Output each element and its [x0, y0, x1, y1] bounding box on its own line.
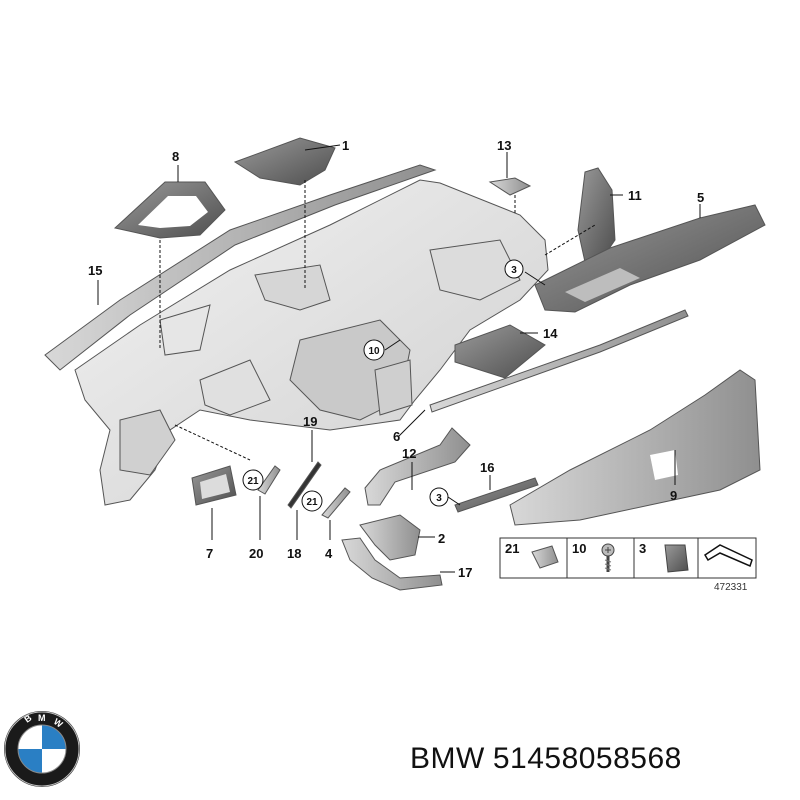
callout-6: 6 [393, 429, 400, 444]
callout-1: 1 [342, 138, 349, 153]
callout-18: 18 [287, 546, 301, 561]
callout-17: 17 [458, 565, 472, 580]
legend-box: 21 10 3 472331 [499, 537, 757, 593]
svg-text:10: 10 [572, 541, 586, 556]
callout-12: 12 [402, 446, 416, 461]
callout-4: 4 [325, 546, 333, 561]
callout-13: 13 [497, 138, 511, 153]
circled-callout-10: 10 [363, 339, 385, 361]
part-18-seal [287, 461, 322, 509]
legend-item-21: 21 [505, 541, 559, 569]
circled-callout-3-a: 3 [504, 259, 524, 279]
svg-text:21: 21 [306, 497, 318, 508]
svg-text:M: M [38, 713, 46, 723]
part-4-trim [321, 487, 351, 519]
part-20-trim [257, 465, 281, 495]
callout-9: 9 [670, 488, 677, 503]
legend-item-3: 3 [639, 541, 689, 573]
svg-text:21: 21 [247, 476, 259, 487]
callout-16: 16 [480, 460, 494, 475]
part-8-cluster-frame [113, 181, 226, 239]
svg-text:3: 3 [639, 541, 646, 556]
leader-lines [97, 144, 701, 573]
bmw-logo: B M W [4, 711, 80, 787]
seal-profile-icon [703, 544, 753, 568]
dashboard-carrier [74, 179, 549, 506]
svg-text:10: 10 [368, 346, 380, 357]
svg-text:3: 3 [436, 493, 442, 504]
part-12-center-bezel [364, 427, 471, 506]
circled-callout-3-b: 3 [429, 487, 449, 507]
callout-7: 7 [206, 546, 213, 561]
part-2-lower-bracket [359, 514, 421, 561]
callout-2: 2 [438, 531, 445, 546]
circled-callout-21-a: 21 [242, 469, 264, 491]
svg-text:21: 21 [505, 541, 519, 556]
callout-14: 14 [543, 326, 558, 341]
brand-name: BMW [410, 742, 485, 775]
part-7-vent [191, 465, 237, 506]
clip-icon [531, 545, 559, 569]
diagram-number: 472331 [714, 582, 748, 593]
part-number: 51458058568 [492, 742, 682, 775]
legend-item-10: 10 [572, 541, 615, 572]
callout-15: 15 [88, 263, 102, 278]
callouts: 1 2 5 6 7 8 9 11 12 13 14 15 16 17 18 19… [88, 138, 704, 580]
callout-11: 11 [628, 188, 642, 203]
part-6-strip [429, 309, 689, 413]
part-9-lower-trim [509, 369, 761, 526]
part-1-cover [233, 137, 336, 186]
part-5-decor-trim [534, 204, 766, 313]
legend-item-seal [703, 544, 753, 568]
svg-text:B: B [22, 712, 33, 724]
svg-text:3: 3 [511, 265, 517, 276]
screw-icon [601, 543, 615, 572]
callout-20: 20 [249, 546, 263, 561]
callout-5: 5 [697, 190, 704, 205]
circled-callout-21-b: 21 [301, 490, 323, 512]
callout-19: 19 [303, 414, 317, 429]
part-13-sensor [488, 177, 532, 196]
part-14-module [454, 324, 546, 379]
part-17-lower-trim [341, 537, 443, 591]
part-15-trim-strip [44, 164, 437, 371]
callout-8: 8 [172, 149, 179, 164]
clip-nut-icon [664, 544, 689, 573]
part-16-small-strip [454, 477, 539, 513]
